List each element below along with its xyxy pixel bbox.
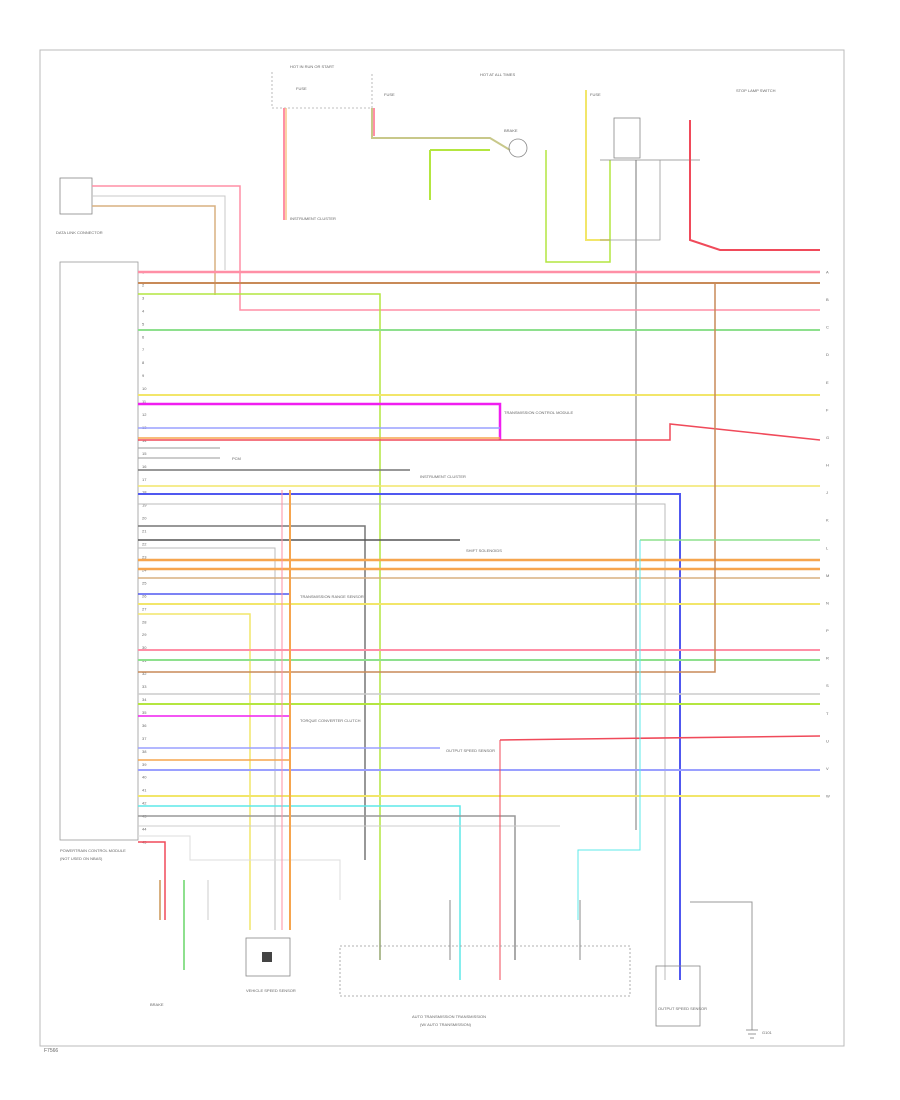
ecm-pin-34: 34: [142, 697, 147, 702]
right-pin-D: D: [826, 352, 829, 357]
ecm-pin-41: 41: [142, 788, 147, 793]
right-pin-J: J: [826, 490, 828, 495]
right-pin-G: G: [826, 435, 829, 440]
ecm-pin-44: 44: [142, 827, 147, 832]
right-pin-E: E: [826, 380, 829, 385]
ecm-pin-35: 35: [142, 710, 147, 715]
label-fuse-3: FUSE: [590, 92, 601, 97]
ecm-pin-10: 10: [142, 386, 147, 391]
ecm-pin-32: 32: [142, 671, 147, 676]
ecm-pin-28: 28: [142, 619, 147, 624]
right-pin-F: F: [826, 407, 829, 412]
ecm-pin-33: 33: [142, 684, 147, 689]
label-relay: BRAKE: [504, 128, 518, 133]
auto-transmission-pack: AUTO TRANSMISSION TRANSMISSION (W/ AUTO …: [339, 900, 631, 1027]
label-ground: G101: [762, 1030, 773, 1035]
ecm-pin-25: 25: [142, 580, 147, 585]
label-auto-trans: AUTO TRANSMISSION TRANSMISSION: [412, 1014, 486, 1019]
label-ecm: POWERTRAIN CONTROL MODULE: [60, 848, 126, 853]
right-pin-P: P: [826, 628, 829, 633]
ecm-pin-29: 29: [142, 632, 147, 637]
right-pin-M: M: [826, 573, 829, 578]
fuse-box: HOT IN RUN OR START HOT AT ALL TIMES FUS…: [271, 64, 601, 109]
label-brake-switch: BRAKE: [150, 1002, 164, 1007]
label-fuse-2: FUSE: [384, 92, 395, 97]
label-shift: SHIFT SOLENOIDS: [466, 548, 502, 553]
connector-block-top: [613, 117, 641, 159]
ecm-pin-20: 20: [142, 516, 147, 521]
label-tcm: TRANSMISSION CONTROL MODULE: [504, 410, 574, 415]
ecm-pin-37: 37: [142, 736, 147, 741]
bottom-left-sensor: BRAKE: [150, 880, 209, 1007]
right-pin-N: N: [826, 600, 829, 605]
label-instrument-cluster: INSTRUMENT CLUSTER: [290, 216, 336, 221]
ecm-pin-7: 7: [142, 347, 145, 352]
ecm-harness: [138, 270, 821, 980]
label-fuse-1: FUSE: [296, 86, 307, 91]
right-pin-R: R: [826, 656, 829, 661]
right-pin-H: H: [826, 463, 829, 468]
ecm-pin-17: 17: [142, 477, 147, 482]
ecm-pin-3: 3: [142, 295, 145, 300]
label-hot-in-run: HOT IN RUN OR START: [290, 64, 335, 69]
right-pin-C: C: [826, 325, 829, 330]
label-hot-at-all-times: HOT AT ALL TIMES: [480, 72, 515, 77]
right-pin-K: K: [826, 518, 829, 523]
output-speed-sensor: OUTPUT SPEED SENSOR: [655, 965, 707, 1027]
ecm-pin-column: 1234567891011121314151617181920212223242…: [142, 270, 147, 845]
label-tcc: TORQUE CONVERTER CLUTCH: [300, 718, 361, 723]
ecm-pin-5: 5: [142, 321, 145, 326]
ecm-pin-23: 23: [142, 555, 147, 560]
ecm-pin-42: 42: [142, 801, 147, 806]
ecm-pin-4: 4: [142, 308, 145, 313]
relay-component: BRAKE: [504, 128, 528, 158]
right-pin-L: L: [826, 545, 829, 550]
label-trans-range: TRANSMISSION RANGE SENSOR: [300, 594, 364, 599]
diagram-frame: [39, 49, 845, 1047]
label-cluster-mid: INSTRUMENT CLUSTER: [420, 474, 466, 479]
right-pin-W: W: [826, 794, 830, 799]
ecm-pin-21: 21: [142, 529, 147, 534]
label-dlc: DATA LINK CONNECTOR: [56, 230, 103, 235]
label-pcm-note: PCM: [232, 456, 241, 461]
ecm-pin-27: 27: [142, 606, 147, 611]
ecm-pin-11: 11: [142, 399, 147, 404]
ecm-pin-6: 6: [142, 334, 145, 339]
right-pin-S: S: [826, 683, 829, 688]
right-pin-V: V: [826, 766, 829, 771]
ecm-pin-40: 40: [142, 775, 147, 780]
ecm-pin-19: 19: [142, 503, 147, 508]
ecm-pin-12: 12: [142, 412, 147, 417]
data-link-connector: [59, 177, 93, 215]
ecm-pin-39: 39: [142, 762, 147, 767]
ecm-pin-26: 26: [142, 593, 147, 598]
ground-g101: G101: [690, 901, 773, 1039]
ecm-pin-30: 30: [142, 645, 147, 650]
ecm-box: [59, 261, 139, 841]
right-pin-column: A B C D E F G H J K L M N P R S T U V W: [826, 270, 830, 799]
label-output: OUTPUT SPEED SENSOR: [446, 748, 495, 753]
label-auto-trans-sub: (W/ AUTO TRANSMISSION): [420, 1022, 472, 1027]
ecm-pin-9: 9: [142, 373, 145, 378]
ecm-pin-22: 22: [142, 542, 147, 547]
ecm-pin-8: 8: [142, 360, 145, 365]
vehicle-speed-sensor: VEHICLE SPEED SENSOR: [245, 937, 296, 993]
label-stop-lamp: STOP LAMP SWITCH: [736, 88, 776, 93]
right-pin-A: A: [826, 270, 829, 275]
footer-code: F7566: [44, 1048, 58, 1054]
right-pin-B: B: [826, 297, 829, 302]
ecm-pin-16: 16: [142, 464, 147, 469]
ecm-pin-15: 15: [142, 451, 147, 456]
label-ecm-sub: (NOT USED ON NBAS): [60, 856, 103, 861]
right-pin-T: T: [826, 711, 829, 716]
ecm-pin-18: 18: [142, 490, 147, 495]
right-pin-U: U: [826, 738, 829, 743]
label-output-sensor: OUTPUT SPEED SENSOR: [658, 1006, 707, 1011]
ecm-pin-38: 38: [142, 749, 147, 754]
ecm-pin-36: 36: [142, 723, 147, 728]
ecm-pin-2: 2: [142, 283, 145, 288]
label-vss: VEHICLE SPEED SENSOR: [246, 988, 296, 993]
